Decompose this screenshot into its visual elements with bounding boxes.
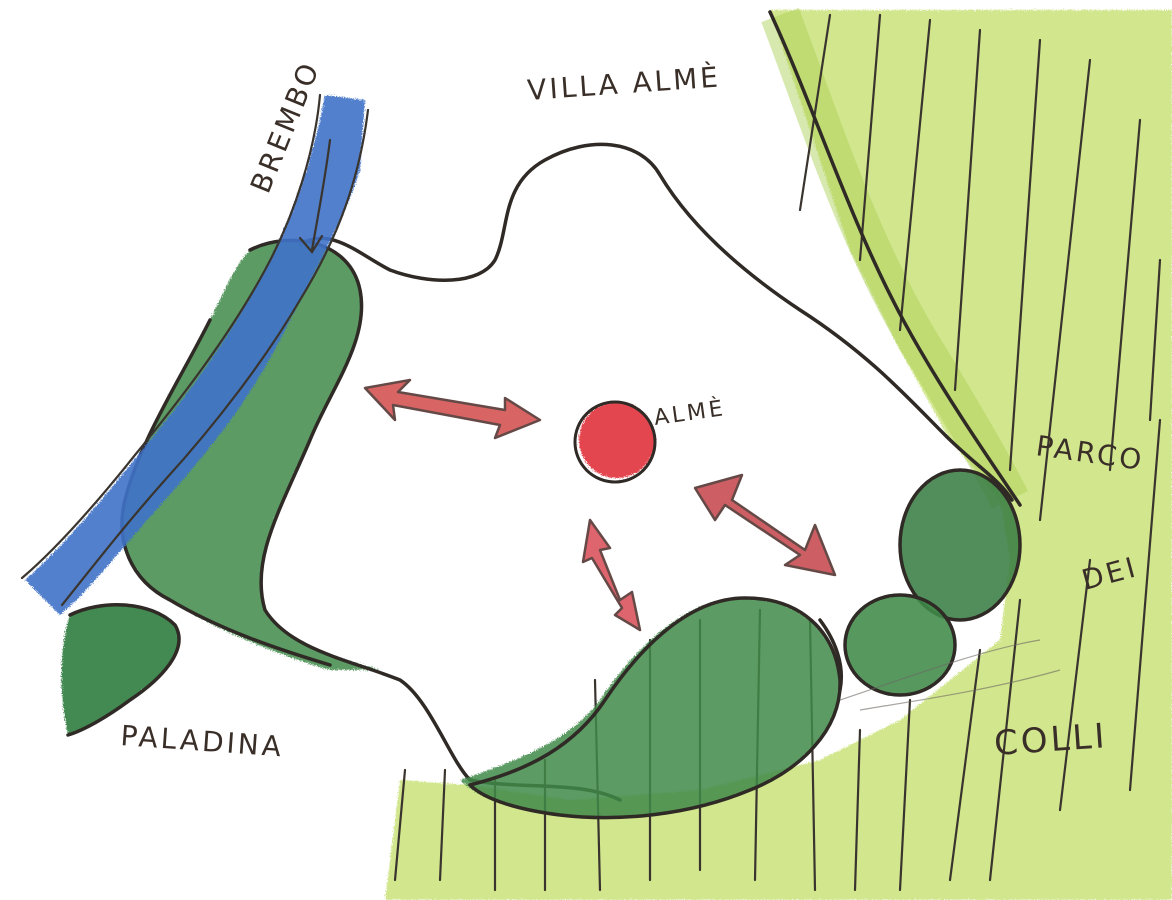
double-arrow-west [365, 380, 540, 438]
almè-center-marker [575, 402, 655, 482]
double-arrow-southeast [695, 475, 835, 575]
river-woods [122, 240, 620, 800]
center-label: ALMÈ [652, 395, 727, 431]
park-label-3: COLLI [993, 716, 1109, 764]
villa-label: VILLA ALMÈ [526, 60, 722, 107]
town-label: PALADINA [120, 719, 285, 763]
double-arrow-south [583, 520, 640, 630]
paladina-woods [62, 605, 179, 735]
